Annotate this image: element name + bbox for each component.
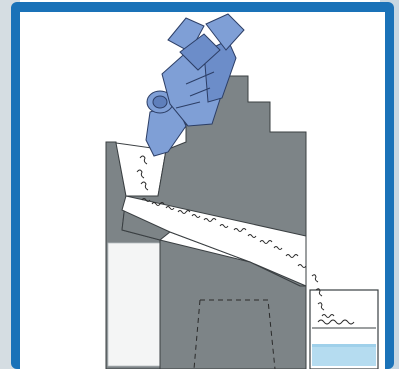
robot-gripper-arm-icon xyxy=(145,13,245,157)
base-door-outline xyxy=(193,299,276,369)
tank-water-surface xyxy=(312,344,376,347)
left-panel-window xyxy=(107,242,161,367)
tank-water xyxy=(312,344,376,366)
debris-stream xyxy=(136,155,355,325)
